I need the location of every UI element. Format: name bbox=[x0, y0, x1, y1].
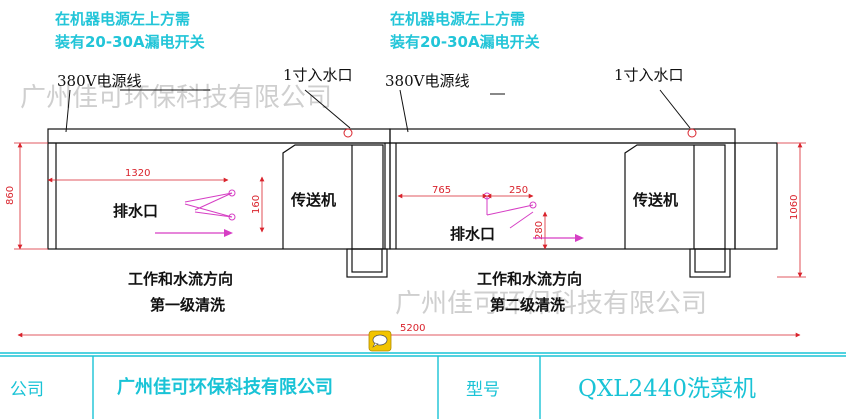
flow-arrow-right-icon bbox=[533, 234, 584, 242]
dim-1320: 1320 bbox=[125, 168, 150, 179]
water-inlet-label-left: 1寸入水口 bbox=[283, 66, 353, 84]
drain-outlet-left bbox=[184, 189, 236, 221]
watermark-bottom: 广州佳可环保科技有限公司 bbox=[395, 289, 707, 319]
machine-outline bbox=[47, 128, 778, 278]
power-line-label-right: 380V电源线 bbox=[385, 72, 469, 90]
stage-label-2: 第二级清洗 bbox=[490, 296, 565, 314]
note-left: 在机器电源左上方需 装有20-30A漏电开关 bbox=[54, 10, 205, 51]
chat-bubble-icon[interactable] bbox=[368, 330, 392, 352]
company-name: 广州佳可环保科技有限公司 bbox=[117, 376, 333, 398]
model-label: 型号 bbox=[466, 380, 500, 400]
water-inlet-right-icon bbox=[687, 128, 697, 138]
drain-label-left: 排水口 bbox=[113, 202, 158, 220]
dim-1060: 1060 bbox=[789, 195, 800, 220]
dim-860: 860 bbox=[5, 186, 16, 205]
drain-label-right: 排水口 bbox=[450, 225, 495, 243]
svg-text:在机器电源左上方需: 在机器电源左上方需 bbox=[390, 10, 525, 28]
flow-label-right: 工作和水流方向 bbox=[477, 270, 582, 288]
conveyor-label-left: 传送机 bbox=[290, 191, 336, 209]
water-inlet-label-right: 1寸入水口 bbox=[614, 66, 684, 84]
flow-arrow-left-icon bbox=[155, 229, 233, 237]
leader-lines bbox=[65, 89, 691, 133]
title-block bbox=[0, 352, 846, 419]
svg-text:在机器电源左上方需: 在机器电源左上方需 bbox=[55, 10, 190, 28]
note-right: 在机器电源左上方需 装有20-30A漏电开关 bbox=[389, 10, 540, 51]
dim-5200: 5200 bbox=[400, 323, 425, 334]
dim-280: 280 bbox=[534, 221, 545, 240]
flow-label-left: 工作和水流方向 bbox=[128, 270, 233, 288]
svg-text:装有20-30A漏电开关: 装有20-30A漏电开关 bbox=[389, 33, 540, 51]
dimension-lines bbox=[14, 142, 806, 338]
svg-text:装有20-30A漏电开关: 装有20-30A漏电开关 bbox=[54, 33, 205, 51]
watermark-top: 广州佳可环保科技有限公司 bbox=[20, 83, 332, 113]
model-value: QXL2440洗菜机 bbox=[578, 376, 756, 402]
water-inlet-left-icon bbox=[343, 128, 353, 138]
dim-160: 160 bbox=[251, 195, 262, 214]
dim-250: 250 bbox=[509, 185, 528, 196]
stage-label-1: 第一级清洗 bbox=[150, 296, 225, 314]
power-line-label-left: 380V电源线 bbox=[57, 72, 141, 90]
conveyor-label-right: 传送机 bbox=[632, 191, 678, 209]
company-label: 公司 bbox=[10, 380, 44, 400]
dim-765: 765 bbox=[432, 185, 451, 196]
drain-outlet-right bbox=[483, 192, 537, 229]
